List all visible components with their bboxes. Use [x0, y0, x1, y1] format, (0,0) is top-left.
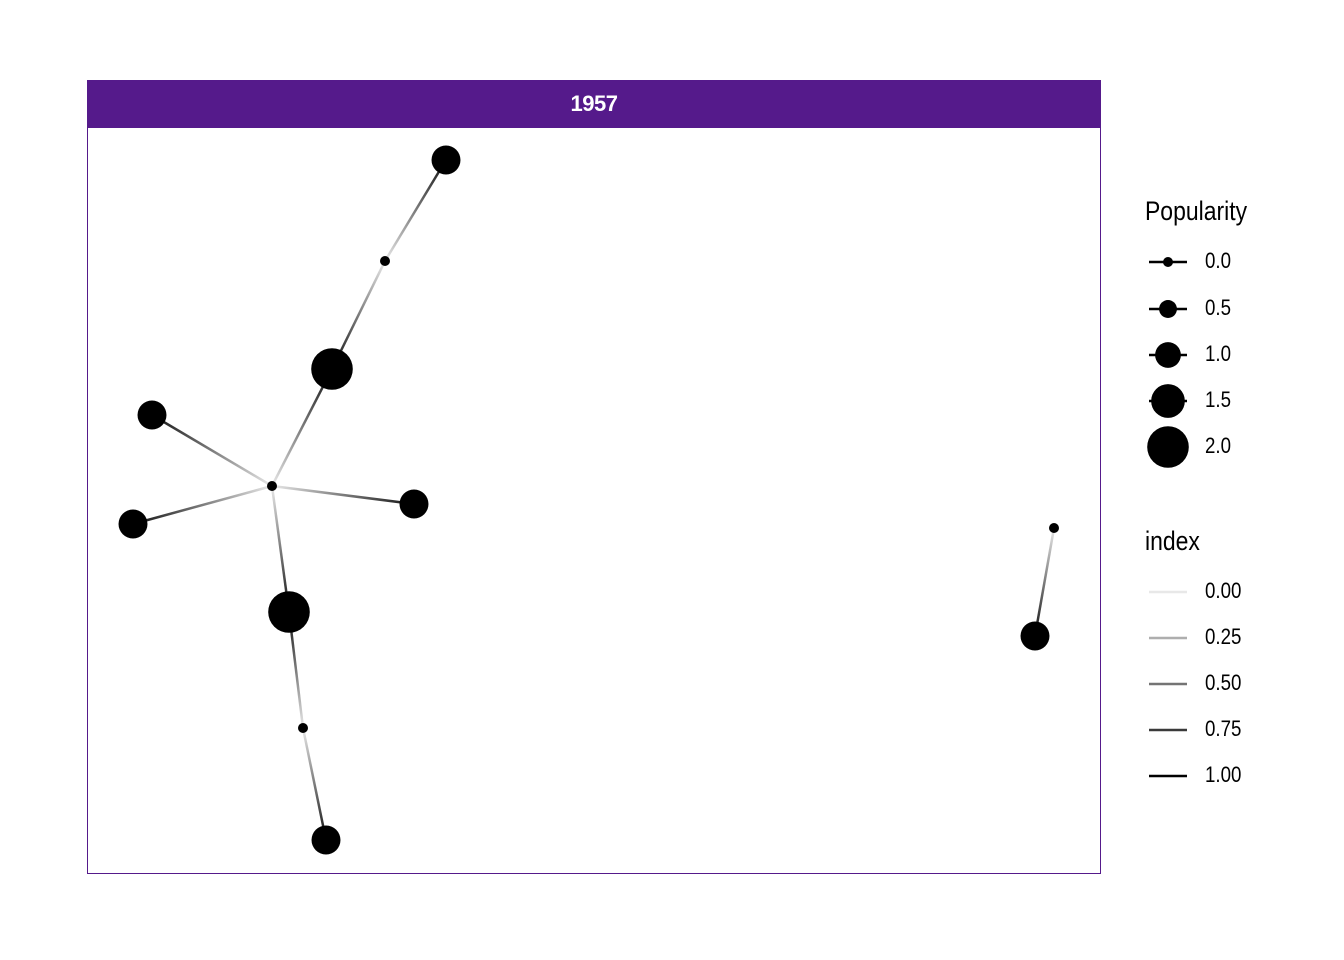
- index-label-0: 0.00: [1205, 578, 1242, 603]
- popularity-label-0: 0.0: [1205, 248, 1232, 273]
- node-n4: [137, 400, 167, 430]
- popularity-label-1: 0.5: [1205, 295, 1232, 320]
- edge-n5-n6: [271, 484, 415, 506]
- edge-n11-n12: [1033, 527, 1056, 637]
- node-n9: [298, 723, 308, 733]
- edge-n9-n10: [301, 727, 328, 841]
- facet-label: 1957: [570, 90, 618, 116]
- index-key-0: [1149, 590, 1187, 594]
- index-key-3: [1149, 728, 1187, 732]
- node-n2: [380, 256, 390, 266]
- facet-panel: 1957: [87, 80, 1101, 874]
- node-n12: [1020, 621, 1050, 651]
- node-n7: [118, 509, 148, 539]
- node-n1: [431, 145, 461, 175]
- node-n10: [311, 825, 341, 855]
- popularity-label-4: 2.0: [1205, 433, 1232, 458]
- index-key-4: [1149, 774, 1187, 778]
- popularity-key-3: [1149, 384, 1187, 418]
- popularity-label-2: 1.0: [1205, 341, 1232, 366]
- popularity-key-1: [1149, 300, 1187, 318]
- network-graph: [118, 145, 1059, 855]
- facet-strip: 1957: [87, 80, 1101, 127]
- node-n8: [268, 591, 310, 633]
- node-n6: [399, 489, 429, 519]
- popularity-key-0: [1149, 257, 1187, 267]
- edge-n5-n3: [270, 368, 334, 487]
- node-n5: [267, 481, 277, 491]
- edge-n5-n4: [151, 413, 273, 488]
- edge-n2-n1: [383, 159, 448, 262]
- popularity-key-2: [1149, 342, 1187, 368]
- node-n11: [1049, 523, 1059, 533]
- index-label-2: 0.50: [1205, 670, 1242, 695]
- popularity-label-3: 1.5: [1205, 387, 1232, 412]
- index-key-2: [1149, 682, 1187, 686]
- index-label-4: 1.00: [1205, 762, 1242, 787]
- index-label-3: 0.75: [1205, 716, 1242, 741]
- plot-area: [87, 127, 1101, 874]
- node-n3: [311, 348, 353, 390]
- popularity-legend-title: Popularity: [1145, 196, 1248, 226]
- index-legend-title: index: [1145, 526, 1200, 556]
- index-label-1: 0.25: [1205, 624, 1242, 649]
- edge-n5-n8: [270, 485, 291, 613]
- popularity-key-4: [1147, 426, 1189, 468]
- index-key-1: [1149, 636, 1187, 640]
- edge-n5-n7: [132, 484, 273, 526]
